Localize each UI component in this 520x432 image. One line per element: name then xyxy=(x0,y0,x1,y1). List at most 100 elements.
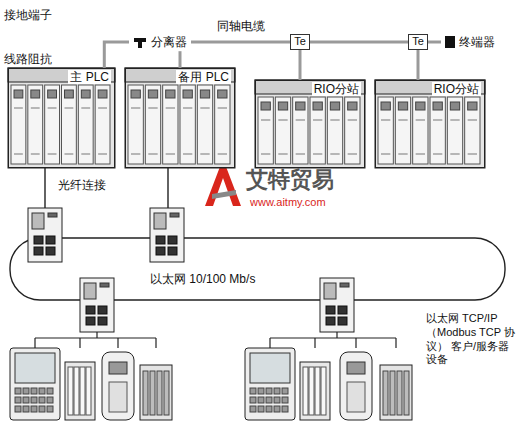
module-line xyxy=(81,108,90,109)
drive-unit xyxy=(102,352,134,420)
io-slot xyxy=(157,371,162,415)
device-cable xyxy=(314,338,315,348)
plc-rack xyxy=(125,68,235,168)
rack-module xyxy=(447,97,462,164)
rack-module xyxy=(62,85,77,164)
impedance-label: 线路阻抗 xyxy=(4,52,52,67)
hmi-body xyxy=(10,348,60,420)
module-line xyxy=(261,154,270,155)
module-led xyxy=(65,90,74,98)
rack-frame xyxy=(8,68,115,168)
hmi-key xyxy=(31,406,37,412)
hmi-body xyxy=(245,348,295,420)
hmi-screen xyxy=(15,353,55,383)
module-led xyxy=(81,90,90,98)
hmi-key xyxy=(258,406,264,412)
switch-port xyxy=(46,236,55,244)
module-slot xyxy=(86,367,91,415)
node-label: 分离器 xyxy=(151,35,187,49)
module-led xyxy=(131,90,140,98)
hmi-terminal xyxy=(10,348,60,420)
rack-module xyxy=(197,85,212,164)
module-led xyxy=(200,90,209,98)
plc-rack: 主 PLC xyxy=(8,68,115,168)
rack-module xyxy=(258,97,273,164)
module-led xyxy=(218,90,227,98)
ethernet-switch xyxy=(320,278,354,332)
device-cable xyxy=(34,338,35,348)
io-module xyxy=(300,362,330,420)
drive-body xyxy=(340,352,372,420)
hmi-key xyxy=(274,397,280,403)
module-line xyxy=(31,154,40,155)
io-rack xyxy=(380,365,412,420)
module-line xyxy=(65,154,74,155)
plc-rack: 备用 PLC xyxy=(125,68,235,168)
io-rack xyxy=(140,365,172,420)
module-led xyxy=(14,90,23,98)
drive-display xyxy=(109,362,127,374)
device-cable xyxy=(355,338,356,348)
io-slot xyxy=(390,371,395,415)
node-label: RIO分站 xyxy=(432,82,481,96)
switch-panel xyxy=(154,213,166,229)
module-line xyxy=(330,120,339,121)
plc-rack xyxy=(375,80,485,168)
module-line xyxy=(261,120,270,121)
rack-module xyxy=(11,85,26,164)
switch-body xyxy=(320,278,354,332)
switch-panel xyxy=(32,213,44,229)
switch-port xyxy=(34,247,43,255)
module-line xyxy=(278,120,287,121)
rack-frame xyxy=(255,80,365,168)
hmi-key xyxy=(39,397,45,403)
hmi-key xyxy=(15,397,21,403)
hmi-key xyxy=(15,388,21,394)
module-line xyxy=(398,154,407,155)
module-line xyxy=(131,154,140,155)
hmi-key xyxy=(47,388,53,394)
hmi-terminal xyxy=(245,348,295,420)
io-slot xyxy=(150,371,155,415)
module-line xyxy=(183,108,192,109)
rack-module xyxy=(413,97,428,164)
module-line xyxy=(200,154,209,155)
splitter-symbol xyxy=(133,35,147,49)
rack-module xyxy=(430,97,445,164)
switch-port xyxy=(168,247,177,255)
module-slot xyxy=(321,367,326,415)
module-line xyxy=(433,120,442,121)
rack-frame xyxy=(125,68,235,168)
hmi-key xyxy=(39,406,45,412)
module-led xyxy=(416,102,425,110)
coax-cable xyxy=(104,42,129,68)
module-line xyxy=(450,120,459,121)
node-label: 终端器 xyxy=(459,35,495,49)
switch-led xyxy=(100,283,109,287)
watermark-logo xyxy=(205,164,241,206)
module-slot xyxy=(80,367,85,415)
hmi-key xyxy=(23,397,29,403)
tap-label: Te xyxy=(294,35,306,48)
device-cable xyxy=(96,332,97,338)
drive-panel xyxy=(347,382,365,412)
switch-led xyxy=(340,283,349,287)
module-line xyxy=(65,108,74,109)
io-slot xyxy=(397,371,402,415)
module-line xyxy=(330,154,339,155)
hmi-key xyxy=(23,406,29,412)
module-line xyxy=(433,154,442,155)
module-led xyxy=(183,90,192,98)
module-slot xyxy=(303,367,308,415)
cable-label: 同轴电缆 xyxy=(215,19,267,34)
module-line xyxy=(348,120,357,121)
module-led xyxy=(278,102,287,110)
rack-module xyxy=(78,85,93,164)
module-led xyxy=(313,102,322,110)
coax-cable xyxy=(299,50,302,80)
rack-module xyxy=(327,97,342,164)
hmi-key xyxy=(274,388,280,394)
module-line xyxy=(148,154,157,155)
